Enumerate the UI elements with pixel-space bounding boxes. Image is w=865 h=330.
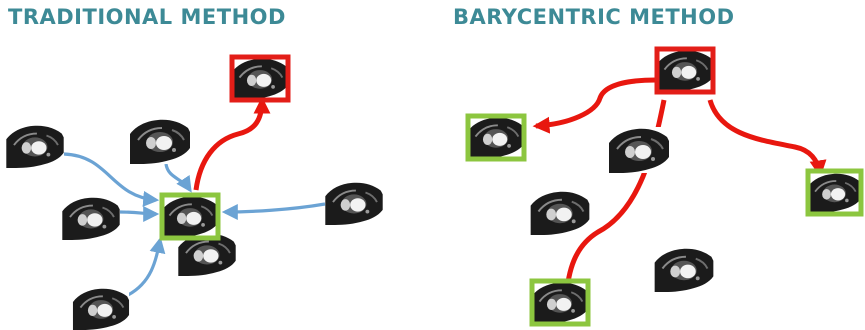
- target-image-green-frame: [805, 168, 864, 217]
- traditional-method-title: TRADITIONAL METHOD: [8, 5, 286, 29]
- target-image-green-frame: [529, 278, 591, 327]
- input-image: [62, 196, 120, 240]
- input-image: [530, 190, 590, 235]
- input-image: [72, 287, 130, 330]
- target-image-green-frame: [465, 113, 527, 162]
- input-image: [6, 124, 64, 168]
- blue-arrow: [119, 205, 160, 222]
- center-image-green-frame: [159, 192, 221, 241]
- input-image: [325, 181, 383, 225]
- red-arrow: [532, 77, 657, 134]
- red-arrow: [193, 96, 271, 191]
- input-image: [608, 127, 670, 173]
- blue-arrow: [127, 236, 166, 297]
- output-image-red-frame: [229, 54, 291, 103]
- blue-arrow: [164, 163, 192, 193]
- source-image-red-frame: [654, 46, 716, 95]
- blue-arrow: [221, 202, 326, 220]
- red-arrow: [707, 99, 827, 178]
- blue-arrow: [63, 152, 160, 207]
- input-image: [130, 118, 190, 164]
- barycentric-method-title: BARYCENTRIC METHOD: [453, 5, 735, 29]
- barycentric-method-panel: [465, 46, 864, 327]
- input-image: [654, 247, 714, 292]
- traditional-method-panel: [6, 54, 383, 330]
